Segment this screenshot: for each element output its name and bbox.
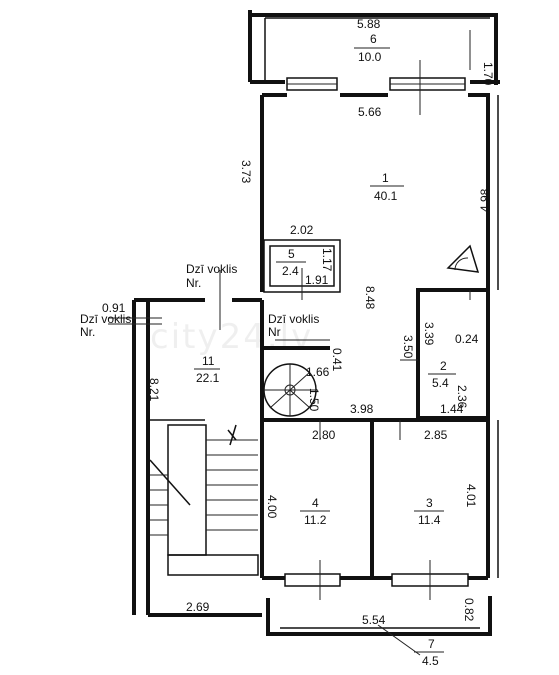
room-area: 11.4 — [418, 513, 441, 527]
dim-0-82: 0.82 — [462, 598, 476, 622]
dim-0-41: 0.41 — [330, 348, 344, 372]
dim-8-48: 8.48 — [363, 286, 377, 310]
watermark: city24.lv — [150, 317, 313, 357]
dim-0-24: 0.24 — [455, 332, 479, 346]
room-11-label: 11 22.1 — [194, 354, 220, 385]
dim-1-66: 1.66 — [306, 365, 330, 379]
door-nr-label: Nr. — [186, 276, 201, 290]
door-label-3: Dzī voklis — [268, 312, 319, 326]
dim-5-88: 5.88 — [357, 17, 381, 31]
dim-2-02: 2.02 — [290, 223, 314, 237]
dim-2-85: 2.85 — [424, 428, 448, 442]
dim-1-50: 1.50 — [307, 388, 321, 412]
staircase-11 — [108, 270, 262, 617]
dim-3-98: 3.98 — [350, 402, 374, 416]
dim-4-98: 4.98 — [478, 188, 492, 212]
room-number: 3 — [426, 496, 433, 510]
room-1-walls — [260, 93, 499, 300]
room-number: 6 — [370, 32, 377, 46]
dim-4-00: 4.00 — [265, 495, 279, 519]
room-2-label: 2 5.4 — [428, 359, 456, 390]
dim-3-39: 3.39 — [422, 322, 436, 346]
room-area: 40.1 — [374, 189, 398, 203]
room-number: 2 — [440, 359, 447, 373]
balcony-6 — [248, 10, 500, 115]
room-number: 1 — [382, 171, 389, 185]
dim-1-70: 1.70 — [481, 62, 495, 86]
room-area: 4.5 — [422, 654, 439, 668]
room-number: 4 — [312, 496, 319, 510]
dim-1-17: 1.17 — [320, 248, 334, 272]
dim-5-54: 5.54 — [362, 613, 386, 627]
room-number: 5 — [288, 247, 295, 261]
rooms-3-4-walls — [260, 418, 499, 600]
dim-2-36: 2.36 — [455, 385, 469, 409]
room-1-label: 1 40.1 — [370, 171, 404, 203]
door-nr-label-3: Nr — [268, 325, 281, 339]
dim-2-80: 2.80 — [312, 428, 336, 442]
balcony-7 — [266, 596, 492, 656]
dim-0-91: 0.91 — [102, 301, 126, 315]
room-6-label: 6 10.0 — [354, 32, 390, 64]
dim-3-50: 3.50 — [401, 335, 415, 359]
dim-2-69: 2.69 — [186, 600, 210, 614]
dim-4-01: 4.01 — [464, 484, 478, 508]
room-number: 11 — [202, 354, 215, 368]
door-nr-label-2: Nr. — [80, 325, 95, 339]
dim-1-91: 1.91 — [305, 273, 329, 287]
dim-8-21: 8.21 — [147, 378, 161, 402]
room-area: 11.2 — [304, 513, 327, 527]
room-area: 22.1 — [196, 371, 220, 385]
room-number: 7 — [428, 637, 435, 651]
door-label-2: Dzī voklis — [80, 312, 131, 326]
room-area: 2.4 — [282, 264, 299, 278]
room-7-label: 7 4.5 — [414, 637, 444, 668]
dim-3-73: 3.73 — [239, 160, 253, 184]
door-label: Dzī voklis — [186, 262, 237, 276]
room-5-label: 5 2.4 — [276, 247, 306, 278]
room-area: 10.0 — [358, 50, 382, 64]
room-4-label: 4 11.2 — [300, 496, 330, 527]
room-area: 5.4 — [432, 376, 449, 390]
room-3-label: 3 11.4 — [414, 496, 444, 527]
dim-5-66: 5.66 — [358, 105, 382, 119]
spiral-stair — [260, 300, 330, 420]
dim-1-44: 1.44 — [440, 402, 464, 416]
